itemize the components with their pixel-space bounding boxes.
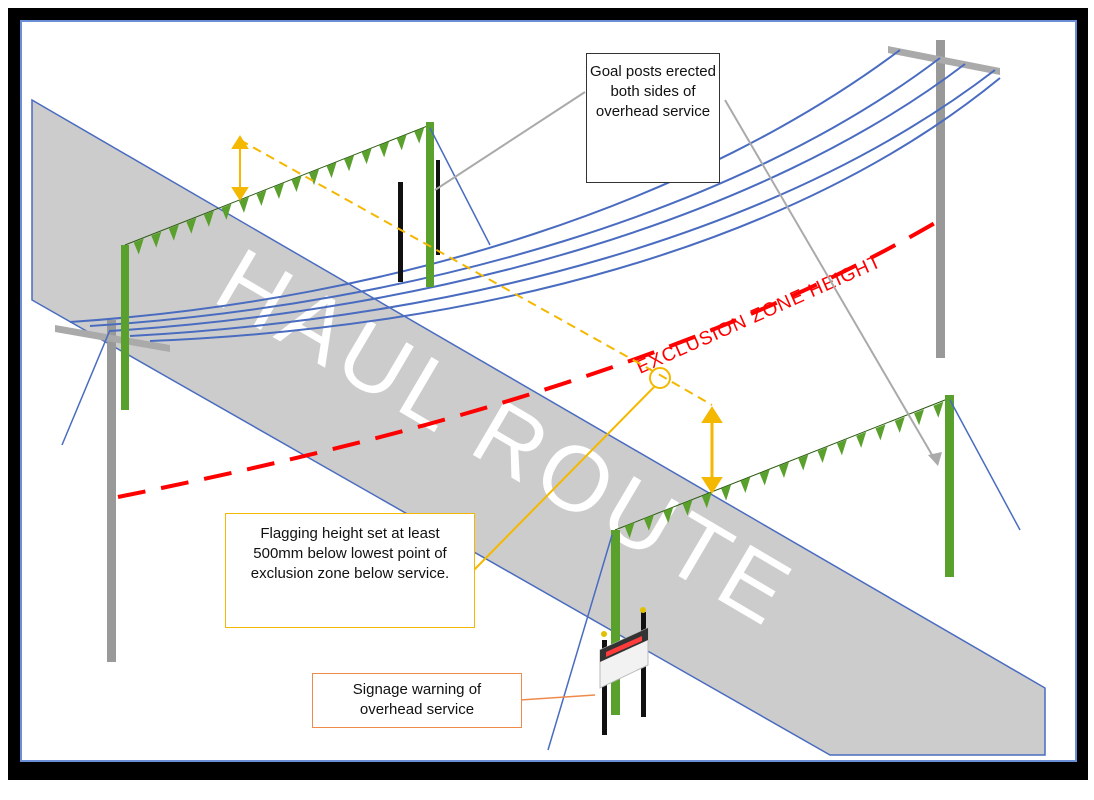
bunting-flag (396, 134, 407, 151)
pointer-arrowhead (928, 452, 942, 466)
bunting-flag (203, 210, 214, 227)
bunting-flag (238, 196, 249, 213)
power-pole-left (55, 320, 170, 662)
bunting-flag (309, 169, 320, 186)
bunting-flag (721, 484, 732, 501)
bunting-flag (256, 189, 267, 206)
signage-pointer (519, 694, 596, 701)
bunting-flag (379, 141, 390, 158)
overhead-service-wires (69, 49, 1001, 342)
pointer-arrow-right (724, 99, 936, 461)
bunting-flag (274, 183, 284, 199)
bunting-flag (186, 217, 197, 234)
bunting-flag (624, 522, 635, 539)
flagging-height-callout: Flagging height set at least 500mm below… (225, 513, 475, 628)
exclusion-zone-line (117, 218, 942, 499)
bunting-flag (759, 469, 770, 486)
bunting-flag (798, 454, 809, 471)
bunting-flag (836, 439, 847, 456)
bunting-flag (682, 499, 693, 516)
signage-callout: Signage warning of overhead service (312, 673, 522, 728)
bunting-flag (221, 203, 232, 220)
bunting-flag (663, 507, 674, 524)
dimension-guides (231, 135, 723, 571)
bunting-flag (414, 127, 425, 144)
bunting-flag (168, 224, 179, 241)
bunting-flags-far (133, 127, 425, 255)
bunting-flag (133, 238, 144, 255)
goal-posts-callout: Goal posts erected both sides of overhea… (586, 53, 720, 183)
bunting-flag (344, 155, 355, 172)
haul-route-road (31, 98, 1046, 756)
bunting-flag (291, 176, 302, 193)
goal-post-near (547, 395, 1021, 751)
bunting-flags-near (624, 401, 944, 539)
bunting-flag (856, 431, 867, 448)
bunting-flag (326, 162, 337, 179)
pointer-arrow-left (434, 91, 586, 191)
bunting-flag (875, 424, 886, 441)
bunting-flag (779, 462, 789, 478)
bunting-flag (701, 492, 712, 509)
bunting-flag (151, 231, 162, 248)
bunting-flag (894, 416, 905, 433)
bunting-flag (914, 409, 925, 426)
bunting-flag (817, 446, 828, 463)
warning-sign (599, 607, 649, 735)
power-pole-right (888, 40, 1000, 358)
bunting-flag (643, 514, 654, 531)
goal-post-far (121, 122, 491, 410)
bunting-flag (740, 477, 751, 494)
bunting-flag (933, 401, 944, 418)
bunting-flag (361, 148, 372, 165)
